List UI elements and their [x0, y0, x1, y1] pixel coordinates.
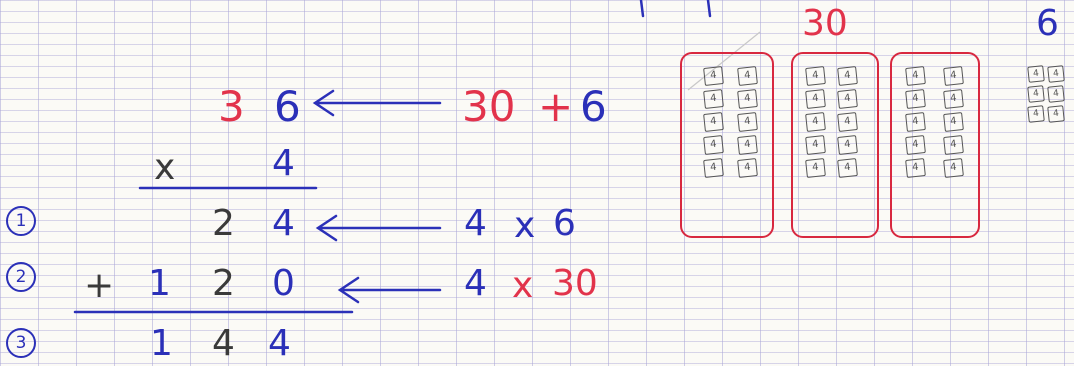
unit-cube: 4 [1047, 85, 1065, 103]
step-2-value: 30 [552, 263, 598, 304]
unit-cube: 4 [1027, 85, 1045, 103]
unit-cube: 4 [837, 89, 858, 109]
multiplicand-ones: 6 [274, 82, 301, 131]
total-digit-tens: 4 [212, 323, 235, 364]
unit-cube: 4 [703, 66, 724, 86]
step-1-digit-tens: 2 [212, 203, 235, 244]
diagonal-stroke [687, 31, 761, 91]
ones-column-left: 4 4 4 [1027, 65, 1045, 123]
tens-group-1 [680, 52, 774, 238]
unit-cube: 4 [837, 112, 858, 132]
unit-cube: 4 [703, 135, 724, 155]
unit-cube: 4 [943, 135, 964, 155]
unit-cube: 4 [805, 135, 826, 155]
step-1-marker: 1 [6, 206, 36, 236]
unit-cube: 4 [737, 112, 758, 132]
step-2-plus: + [84, 265, 115, 306]
unit-cube: 4 [837, 66, 858, 86]
unit-cube: 4 [1047, 105, 1065, 123]
step-2-factor: 4 [464, 263, 487, 304]
step-2-times: x [512, 265, 534, 306]
total-digit-ones: 4 [268, 323, 291, 364]
unit-cube: 4 [805, 158, 826, 178]
unit-cube: 4 [905, 89, 926, 109]
unit-cube: 4 [837, 135, 858, 155]
tens-group-3 [890, 52, 980, 238]
tens-group-1-column-left: 4 4 4 4 4 [703, 66, 724, 178]
unit-cube: 4 [1047, 65, 1065, 83]
diagram-ones-label: 6 [1036, 3, 1059, 44]
multiply-sign: x [154, 147, 176, 188]
total-marker: 3 [6, 328, 36, 358]
decomposition-tens: 30 [462, 82, 516, 131]
unit-cube: 4 [805, 66, 826, 86]
unit-cube: 4 [737, 135, 758, 155]
total-digit-hundreds: 1 [150, 323, 173, 364]
unit-cube: 4 [737, 89, 758, 109]
unit-cube: 4 [1027, 105, 1045, 123]
step-2-digit-tens: 2 [212, 263, 235, 304]
multiplicand-tens: 3 [218, 82, 245, 131]
tens-group-1-column-right: 4 4 4 4 4 [737, 66, 758, 178]
unit-cube: 4 [943, 158, 964, 178]
top-tick-mark-1 [639, 0, 645, 18]
unit-cube: 4 [905, 135, 926, 155]
unit-cube: 4 [703, 89, 724, 109]
step-1-factor: 4 [464, 203, 487, 244]
step-1-value: 6 [553, 203, 576, 244]
multiplier-value: 4 [272, 143, 295, 184]
unit-cube: 4 [905, 112, 926, 132]
tens-group-2 [791, 52, 879, 238]
unit-cube: 4 [805, 89, 826, 109]
arrow-step-2 [337, 276, 442, 304]
unit-cube: 4 [703, 112, 724, 132]
tens-group-2-column-right: 4 4 4 4 4 [837, 66, 858, 178]
unit-cube: 4 [703, 158, 724, 178]
tens-group-3-column-right: 4 4 4 4 4 [943, 66, 964, 178]
unit-cube: 4 [943, 89, 964, 109]
unit-cube: 4 [943, 112, 964, 132]
unit-cube: 4 [805, 112, 826, 132]
unit-cube: 4 [1027, 65, 1045, 83]
tens-group-2-column-left: 4 4 4 4 4 [805, 66, 826, 178]
decomposition-ones: 6 [580, 82, 607, 131]
unit-cube: 4 [905, 158, 926, 178]
step-1-times: x [514, 205, 536, 246]
step-2-digit-hundreds: 1 [148, 263, 171, 304]
arrow-to-decomposition [312, 89, 442, 117]
top-tick-mark-2 [706, 0, 712, 18]
step-2-marker: 2 [6, 262, 36, 292]
tens-group-3-column-left: 4 4 4 4 4 [905, 66, 926, 178]
step-2-digit-ones: 0 [272, 263, 295, 304]
unit-cube: 4 [737, 66, 758, 86]
diagram-tens-label: 30 [802, 3, 848, 44]
unit-cube: 4 [905, 66, 926, 86]
unit-cube: 4 [737, 158, 758, 178]
arrow-step-1 [315, 214, 442, 242]
step-1-digit-ones: 4 [272, 203, 295, 244]
decomposition-plus: + [538, 82, 574, 131]
ones-column-right: 4 4 4 [1047, 65, 1065, 123]
unit-cube: 4 [943, 66, 964, 86]
unit-cube: 4 [837, 158, 858, 178]
